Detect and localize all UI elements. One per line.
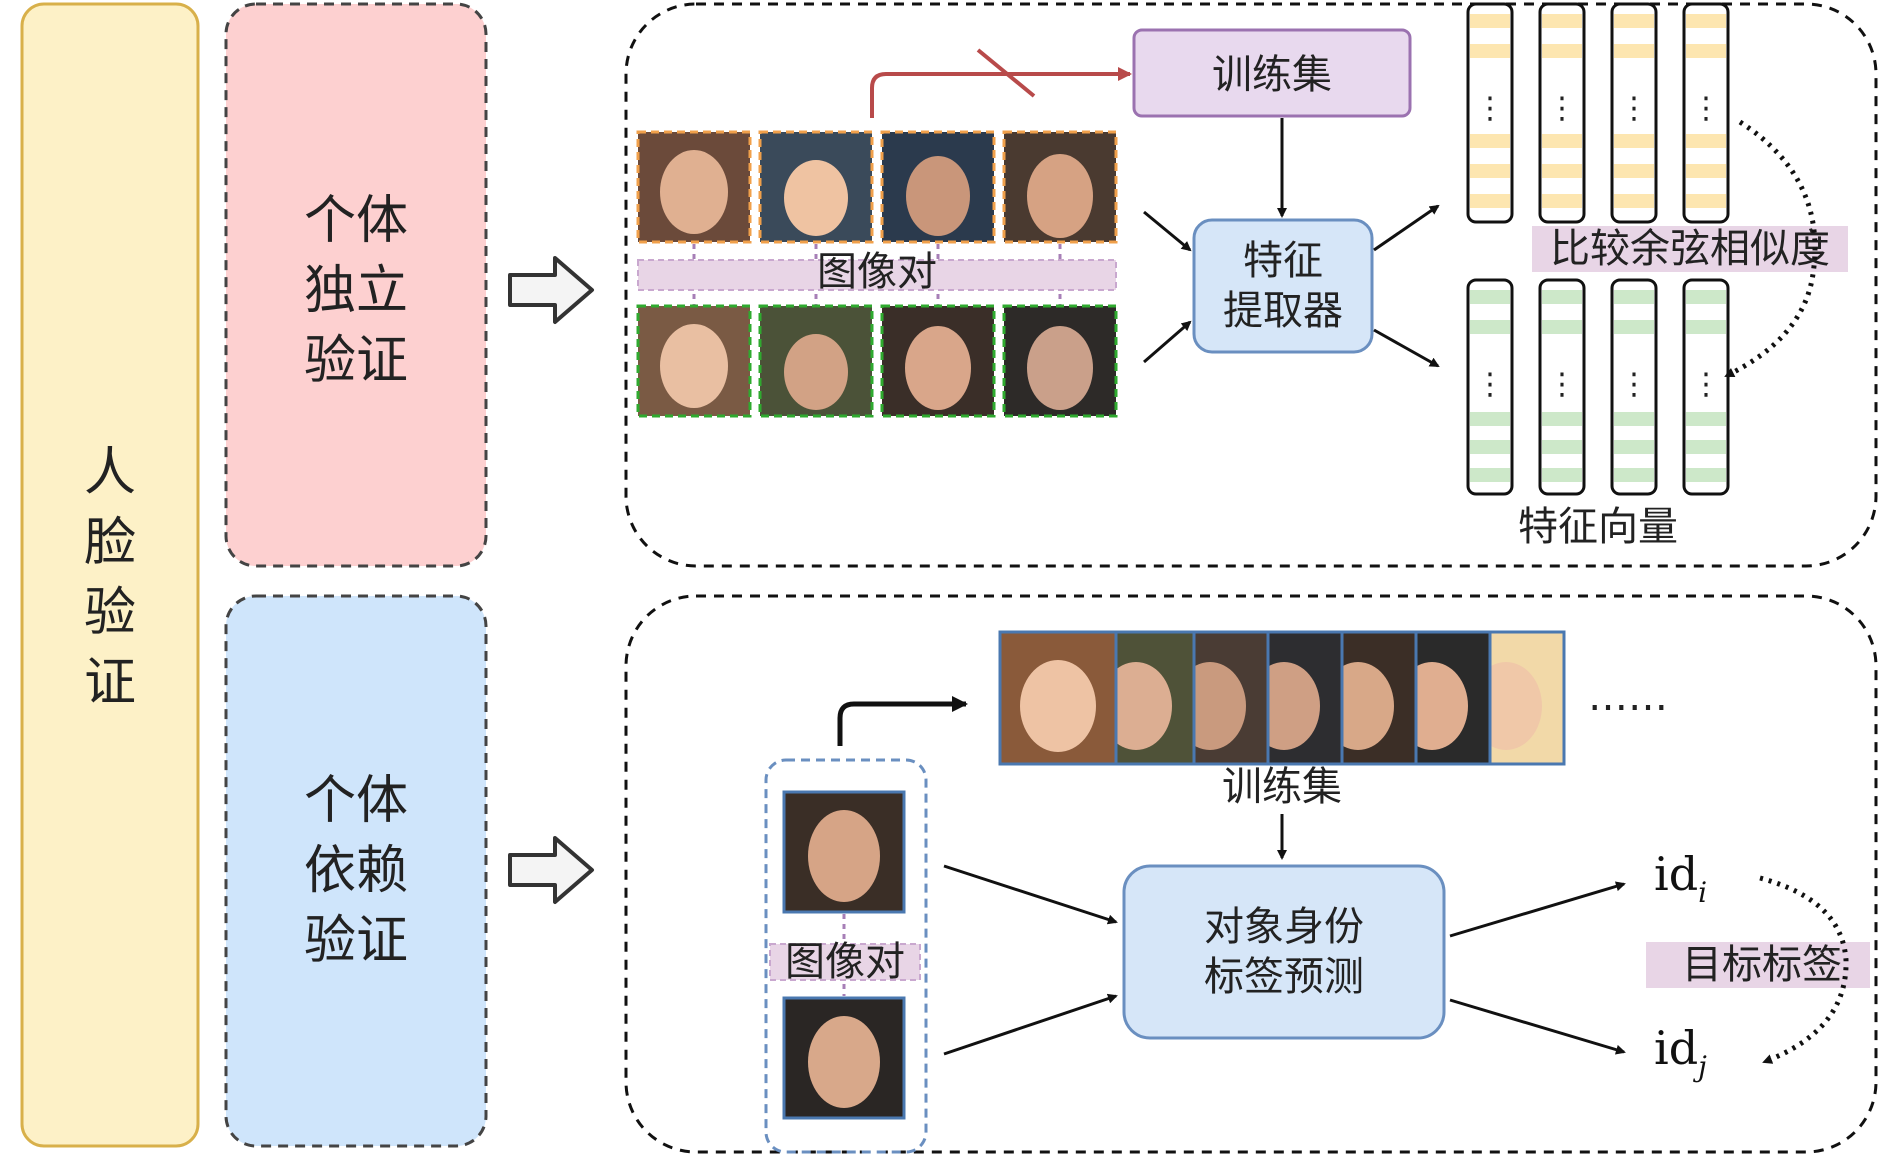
arrow-bottom-row-to-extractor bbox=[1143, 320, 1192, 364]
root-label-char: 验 bbox=[84, 583, 136, 643]
arrow-top-row-to-extractor bbox=[1143, 210, 1192, 252]
dependent-category-box bbox=[224, 594, 488, 1148]
svg-text:⋮: ⋮ bbox=[1691, 91, 1721, 126]
feature-vector: ⋮ bbox=[1610, 2, 1658, 224]
root-label-char: 证 bbox=[84, 653, 136, 713]
extractor-line-2: 提取器 bbox=[1223, 288, 1343, 334]
independent-line-3: 验证 bbox=[304, 331, 408, 391]
pair-frame bbox=[764, 758, 928, 1154]
svg-text:⋮: ⋮ bbox=[1619, 91, 1649, 126]
arrow-pair-to-training bbox=[837, 696, 968, 746]
face-shape bbox=[1100, 662, 1172, 750]
training-set-box bbox=[1132, 28, 1412, 118]
top-feature-vectors: ⋮ ⋮ ⋮ ⋮ bbox=[1466, 2, 1730, 224]
face-shape bbox=[905, 326, 971, 410]
svg-text:⋮: ⋮ bbox=[1691, 367, 1721, 402]
root-box bbox=[20, 2, 200, 1148]
face-shape bbox=[808, 1016, 880, 1108]
image-pair-band bbox=[769, 943, 921, 981]
id-j-label: idj bbox=[1654, 1021, 1707, 1083]
face-shape bbox=[660, 150, 728, 234]
feature-vector: ⋮ bbox=[1610, 278, 1658, 496]
arrow-predictor-to-id-i bbox=[1449, 881, 1626, 938]
feature-vector: ⋮ bbox=[1682, 278, 1730, 496]
image-pair-band bbox=[637, 259, 1117, 291]
root-label-char: 脸 bbox=[84, 513, 136, 573]
similarity-label: 比较余弦相似度 bbox=[1550, 226, 1830, 272]
svg-text:⋮: ⋮ bbox=[1547, 91, 1577, 126]
dependent-line-3: 验证 bbox=[304, 911, 408, 971]
arrow-extractor-to-bottom-vectors bbox=[1373, 328, 1440, 368]
target-label-band bbox=[1646, 942, 1870, 988]
top-row-photos bbox=[636, 130, 1118, 244]
feature-vector: ⋮ bbox=[1466, 2, 1514, 224]
bottom-image-pair-label: 图像对 bbox=[785, 939, 905, 985]
feature-vector: ⋮ bbox=[1682, 2, 1730, 224]
face-shape bbox=[1020, 660, 1096, 752]
bottom-panel bbox=[624, 594, 1878, 1154]
bottom-row-photos bbox=[636, 304, 1118, 418]
svg-text:⋮: ⋮ bbox=[1475, 91, 1505, 126]
svg-text:⋮: ⋮ bbox=[1475, 367, 1505, 402]
extractor-line-1: 特征 bbox=[1243, 238, 1323, 284]
face-shape bbox=[1027, 154, 1093, 238]
feature-extractor-box bbox=[1192, 218, 1374, 354]
similarity-band bbox=[1532, 226, 1848, 272]
image-pair-label: 图像对 bbox=[817, 249, 937, 295]
face-shape bbox=[660, 324, 728, 408]
feature-vector: ⋮ bbox=[1538, 278, 1586, 496]
training-face-stack bbox=[998, 630, 1566, 766]
independent-category-box bbox=[224, 2, 488, 568]
arrow-bottom-face-to-predictor bbox=[943, 993, 1118, 1056]
identity-predictor-box bbox=[1122, 864, 1446, 1040]
similarity-dotted-arrow bbox=[1724, 119, 1818, 379]
feature-vector: ⋮ bbox=[1538, 2, 1586, 224]
top-panel bbox=[624, 2, 1878, 568]
face-shape bbox=[784, 334, 848, 410]
face-shape bbox=[1027, 326, 1093, 410]
independent-line-2: 独立 bbox=[304, 261, 408, 321]
hollow-right-arrow-icon bbox=[508, 256, 594, 324]
cross-mark-icon bbox=[976, 48, 1036, 98]
blocked-arrow bbox=[870, 67, 1132, 118]
svg-text:⋮: ⋮ bbox=[1547, 367, 1577, 402]
more-ellipsis: …… bbox=[1588, 674, 1668, 720]
training-set-label: 训练集 bbox=[1212, 52, 1332, 98]
face-shape bbox=[784, 160, 848, 236]
dependent-line-1: 个体 bbox=[304, 771, 408, 831]
face-shape bbox=[906, 156, 970, 236]
feature-vectors-label: 特征向量 bbox=[1518, 504, 1678, 550]
target-label: 目标标签 bbox=[1682, 942, 1842, 988]
independent-line-1: 个体 bbox=[304, 191, 408, 251]
predictor-line-2: 标签预测 bbox=[1204, 954, 1364, 1000]
arrow-top-face-to-predictor bbox=[943, 864, 1118, 925]
bottom-feature-vectors: ⋮ ⋮ ⋮ ⋮ bbox=[1466, 278, 1730, 496]
root-label-char: 人 bbox=[84, 443, 136, 503]
predictor-line-1: 对象身份 bbox=[1204, 904, 1364, 950]
feature-vector: ⋮ bbox=[1466, 278, 1514, 496]
svg-text:⋮: ⋮ bbox=[1619, 367, 1649, 402]
id-i-label: idi bbox=[1654, 847, 1707, 909]
arrow-predictor-to-id-j bbox=[1449, 998, 1626, 1055]
arrow-extractor-to-top-vectors bbox=[1373, 204, 1440, 252]
face-shape bbox=[808, 810, 880, 902]
bottom-training-set-label: 训练集 bbox=[1222, 764, 1342, 810]
dependent-line-2: 依赖 bbox=[304, 841, 408, 901]
hollow-right-arrow-icon bbox=[508, 836, 594, 904]
target-dotted-arrow bbox=[1759, 875, 1849, 1065]
